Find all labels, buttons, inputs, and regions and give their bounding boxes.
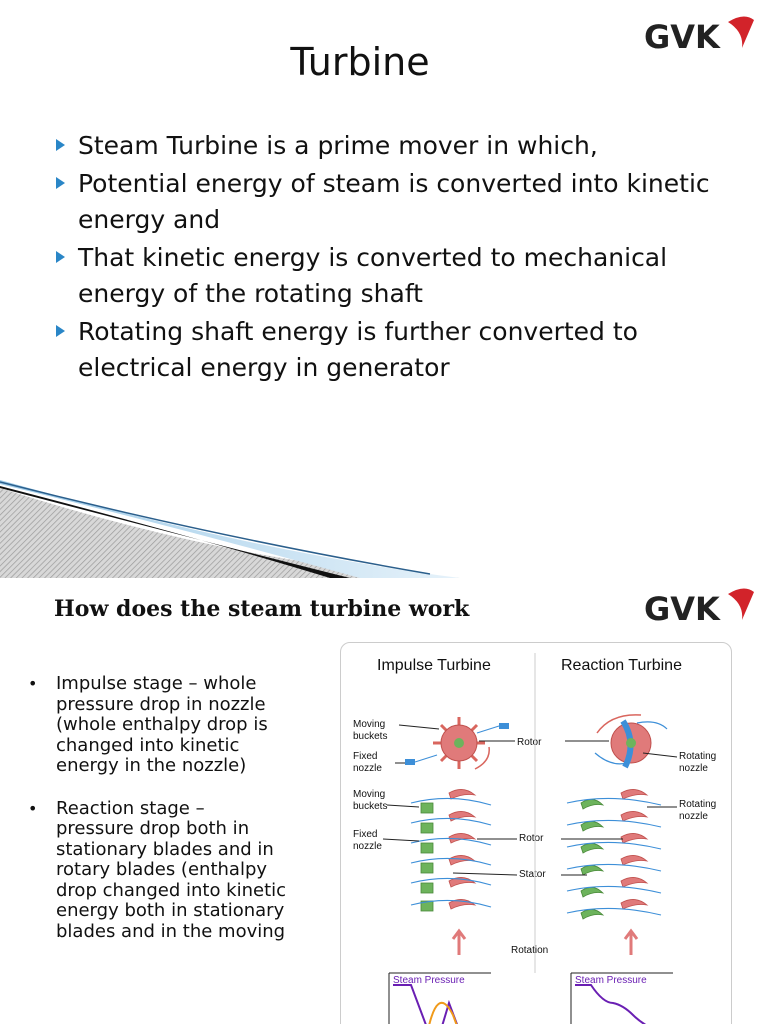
rotor-label: Rotor [519,833,544,844]
bullet-item: Rotating shaft energy is further convert… [56,314,756,386]
turbine-diagram: Impulse Turbine Reaction Turbine Moving … [340,642,732,1024]
impulse-rotor-icon [405,717,509,770]
bullet-dot-icon: • [28,798,38,818]
moving-buckets-label: Moving buckets [353,719,388,742]
bullet-item: Steam Turbine is a prime mover in which, [56,128,756,164]
logo-swoosh-icon [728,16,754,48]
bullet-list: Steam Turbine is a prime mover in which,… [56,128,756,388]
rotating-nozzle-label: Rotating nozzle [679,799,717,822]
bullet-item: Potential energy of steam is converted i… [56,166,756,238]
rotation-label: Rotation [511,945,549,956]
bullet-arrow-icon [56,139,65,151]
impulse-blades [410,789,492,912]
rotating-nozzle-label: Rotating nozzle [679,751,717,774]
gvk-logo: GVK [644,586,756,634]
fixed-nozzle-label: Fixed nozzle [353,829,382,852]
reaction-turbine-title: Reaction Turbine [561,657,682,674]
bullet-item: •Impulse stage – whole pressure drop in … [28,673,268,776]
steam-pressure-label: Steam Pressure [575,975,647,986]
slide-title: Turbine [290,40,430,84]
slide-turbine: Turbine GVK Steam Turbine is a prime mov… [0,14,756,578]
reaction-rotor-icon [594,714,668,769]
bullet-arrow-icon [56,177,65,189]
fixed-nozzle-label: Fixed nozzle [353,751,382,774]
steam-pressure-label: Steam Pressure [393,975,465,986]
decorative-wave [0,480,460,578]
reaction-pressure-graph [570,972,673,1024]
bullet-arrow-icon [56,325,65,337]
bullet-dot-icon: • [28,674,38,693]
impulse-turbine-title: Impulse Turbine [377,657,491,674]
rotor-label: Rotor [517,737,542,748]
stator-label: Stator [519,869,546,880]
reaction-blades [566,789,662,920]
logo-swoosh-icon [728,588,754,620]
bullet-arrow-icon [56,251,65,263]
bullet-item: •Reaction stage – pressure drop both in … [28,797,287,942]
bullet-item: That kinetic energy is converted to mech… [56,240,756,312]
bullet-list: •Impulse stage – whole pressure drop in … [28,673,288,964]
impulse-pressure-graph [388,972,491,1024]
slide-title: How does the steam turbine work [54,596,470,622]
slide-how-turbine-works: How does the steam turbine work GVK •Imp… [0,578,768,1024]
gvk-logo: GVK [644,14,756,62]
moving-buckets-label: Moving buckets [353,789,388,812]
turbine-diagram-graphics [382,653,678,1024]
